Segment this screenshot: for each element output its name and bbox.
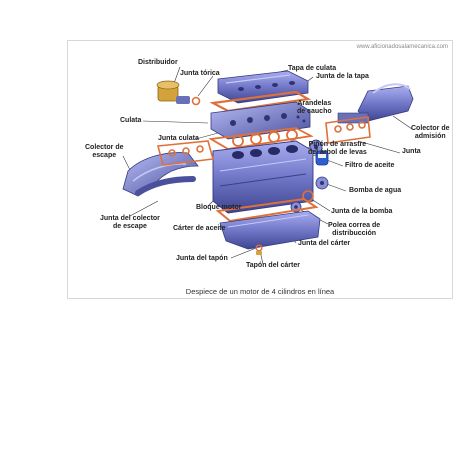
label-junta-tapa: Junta de la tapa [316,73,369,80]
label-junta-colector-line1: Junta del colector [100,215,160,222]
drain-plug-part [255,244,263,255]
label-pinon-line2: del árbol de levas [308,149,367,156]
distributor-part [156,80,201,106]
oil-pan-gasket [215,197,319,223]
label-junta-tapon: Junta del tapón [176,255,228,262]
exhaust-manifold-part [122,152,199,197]
label-junta: Junta [402,148,421,155]
label-bomba-agua: Bomba de agua [349,187,402,194]
label-colector-admision: Colector de admisión [411,125,450,141]
valve-cover-part [217,70,309,104]
label-pinon: Piñón de arrastre del árbol de levas [308,141,367,157]
label-bloque-motor: Bloque motor [196,204,242,211]
label-junta-colector: Junta del colector de escape [100,215,160,231]
label-culata: Culata [120,117,142,124]
head-gasket-part [208,127,314,150]
label-junta-culata: Junta culata [158,135,199,142]
intake-gasket-part [325,116,371,144]
label-tapa-culata: Tapa de culata [288,65,337,72]
label-carter-aceite: Cárter de aceite [173,225,226,232]
label-colector-escape-line2: escape [92,152,117,159]
figure-caption: Despiece de un motor de 4 cilindros en l… [185,287,335,296]
label-polea-line1: Polea correa de [328,222,381,229]
label-tapon-carter: Tapón del cárter [246,262,300,269]
source-credit: www.aficionadosalamecanica.com [356,44,448,50]
label-junta-bomba: Junta de la bomba [331,208,393,215]
engine-exploded-illustration [122,66,414,265]
engine-block-part [212,140,314,214]
label-distribuidor: Distribuidor [138,59,178,66]
label-junta-torica: Junta tórica [180,70,220,77]
oil-filter-part [315,150,329,166]
valve-cover-gasket [209,90,312,113]
label-junta-carter: Junta del cárter [298,240,351,247]
label-arandelas-line1: Arandelas [297,100,332,107]
label-polea-line2: distribucción [332,230,377,237]
label-polea: Polea correa de distribucción [328,222,380,238]
rubber-washers-part [296,115,306,123]
oil-pan-part [219,210,321,250]
label-colector-admision-line1: Colector de [411,125,450,132]
label-colector-admision-line2: admisión [414,133,446,140]
label-filtro-aceite: Filtro de aceite [345,162,395,169]
exhaust-gasket-part [156,140,215,166]
label-pinon-line1: Piñón de arrastre [308,141,367,148]
water-pump-part [315,176,329,190]
intake-manifold-part [337,83,414,124]
diagram-frame: www.aficionadosalamecanica.com [67,40,453,299]
label-junta-colector-line2: de escape [113,223,147,230]
label-arandelas-line2: de caucho [297,108,332,115]
label-colector-escape-line1: Colector de [85,144,124,151]
label-colector-escape: Colector de escape [85,144,124,160]
label-arandelas: Arandelas de caucho [297,100,332,116]
